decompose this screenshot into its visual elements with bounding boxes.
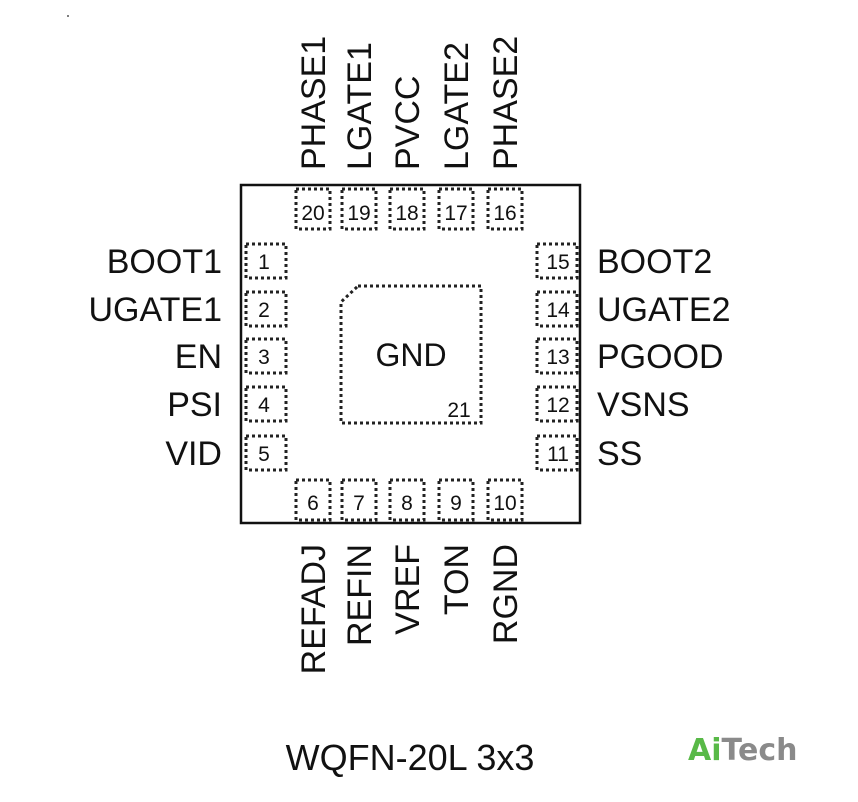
pin-number-10: 10 [493, 492, 516, 515]
pin-pad-8 [388, 478, 426, 522]
package-name: WQFN-20L 3x3 [286, 737, 535, 778]
pin-pad-4 [244, 385, 288, 423]
pin-pad-12 [535, 385, 579, 423]
pin-label-11: SS [597, 435, 642, 473]
pin-label-9: TON [438, 544, 476, 615]
pin-label-7: REFIN [341, 544, 379, 646]
pin-pad-3 [244, 337, 288, 375]
pin-label-4: PSI [167, 386, 222, 424]
pin-pad-7 [340, 478, 378, 522]
aitech-logo: AiTech [688, 733, 797, 768]
pin-pad-19 [340, 187, 378, 231]
exposed-pad-number: 21 [447, 399, 470, 422]
pin-label-17: LGATE2 [438, 42, 476, 170]
pin-pad-15 [535, 242, 579, 280]
pin-number-20: 20 [301, 202, 324, 225]
pin-number-5: 5 [258, 443, 270, 466]
pin-number-9: 9 [450, 492, 462, 515]
pin-number-6: 6 [307, 492, 319, 515]
pin-label-20: PHASE1 [295, 36, 333, 170]
pin-number-19: 19 [347, 202, 370, 225]
pin-number-13: 13 [546, 346, 569, 369]
pin-label-16: PHASE2 [487, 36, 525, 170]
pin-label-12: VSNS [597, 386, 690, 424]
pin-number-1: 1 [258, 251, 270, 274]
pin-group: 1 BOOT1 2 UGATE1 3 EN 4 PSI 5 VID 15 BOOT2 14 UGATE2 1… [88, 36, 730, 675]
pin-label-5: VID [165, 435, 222, 473]
pin-pad-20 [294, 187, 332, 231]
exposed-pad-name: GND [375, 337, 446, 373]
pin-number-16: 16 [493, 202, 516, 225]
package-body [239, 183, 582, 525]
pin-number-4: 4 [258, 394, 270, 417]
pin-number-14: 14 [546, 299, 570, 322]
pin-pad-14 [535, 290, 579, 328]
pin-label-13: PGOOD [597, 338, 724, 376]
pin-label-18: PVCC [389, 76, 427, 170]
pin-pad-1 [244, 242, 288, 280]
pin-pad-13 [535, 337, 579, 375]
pin-label-3: EN [175, 338, 222, 376]
pin-pad-17 [437, 187, 475, 231]
pin-number-7: 7 [353, 492, 365, 515]
pin-pad-5 [244, 434, 288, 472]
pin-number-17: 17 [444, 202, 467, 225]
pin-number-18: 18 [395, 202, 418, 225]
pin-number-3: 3 [258, 346, 270, 369]
pin-pad-18 [388, 187, 426, 231]
pin-number-2: 2 [258, 299, 270, 322]
pin-pad-9 [437, 478, 475, 522]
pin-label-14: UGATE2 [597, 291, 731, 329]
pin-label-15: BOOT2 [597, 243, 712, 281]
pin-number-8: 8 [401, 492, 413, 515]
pin-number-15: 15 [546, 251, 569, 274]
pin-number-11: 11 [547, 443, 569, 466]
pin-number-12: 12 [546, 394, 569, 417]
pin-label-8: VREF [389, 544, 427, 635]
pin-label-1: BOOT1 [107, 243, 222, 281]
exposed-pad [339, 284, 483, 425]
pin-label-2: UGATE1 [88, 291, 222, 329]
pin-label-19: LGATE1 [341, 42, 379, 170]
stray-dot [67, 15, 69, 17]
pin-pad-16 [486, 187, 524, 231]
pin-pad-11 [535, 434, 579, 472]
pin-pad-2 [244, 290, 288, 328]
pin-pad-10 [486, 478, 524, 522]
pin-label-6: REFADJ [295, 544, 333, 674]
pin-pad-6 [294, 478, 332, 522]
pin-label-10: RGND [487, 544, 525, 644]
